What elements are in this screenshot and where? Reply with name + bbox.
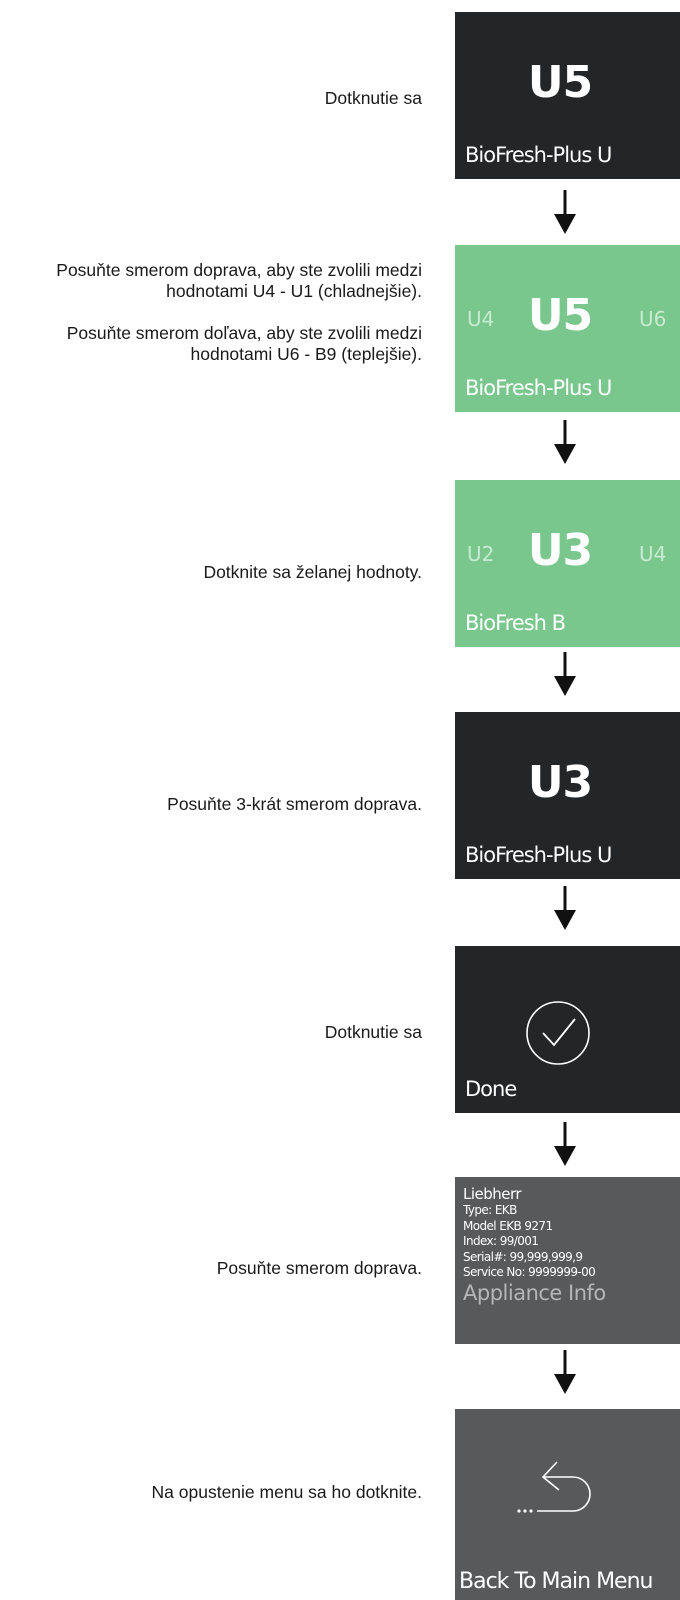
panel-right-value[interactable]: U6: [639, 307, 667, 331]
step-4-instruction: Posuňte 3-krát smerom doprava.: [2, 794, 422, 815]
step-7-instruction: Na opustenie menu sa ho dotknite.: [2, 1482, 422, 1503]
down-arrow-icon: [554, 1350, 576, 1394]
back-arrow-icon: [517, 1461, 591, 1513]
panel-value[interactable]: U3: [527, 525, 593, 576]
panel-label: BioFresh-Plus U: [465, 143, 612, 167]
instruction-text: Dotknite sa želanej hodnoty.: [203, 562, 422, 582]
back-to-main-menu-panel[interactable]: Back To Main Menu: [455, 1409, 680, 1600]
instruction-text: Posuňte 3-krát smerom doprava.: [167, 794, 422, 814]
down-arrow-icon: [554, 420, 576, 464]
display-panel-selection[interactable]: U2 U3 U4 BioFresh B: [455, 480, 680, 647]
down-arrow-icon: [554, 1122, 576, 1166]
step-5-instruction: Dotknutie sa: [2, 1022, 422, 1043]
panel-label: BioFresh B: [465, 611, 566, 635]
model-line: Model EKB 9271: [463, 1218, 553, 1233]
appliance-info-panel[interactable]: Liebherr Type: EKB Model EKB 9271 Index:…: [455, 1177, 680, 1344]
panel-label: Appliance Info: [463, 1280, 606, 1305]
display-panel-u3[interactable]: U3 BioFresh-Plus U: [455, 712, 680, 879]
type-line: Type: EKB: [463, 1203, 517, 1217]
display-panel-u5[interactable]: U5 BioFresh-Plus U: [455, 12, 680, 179]
panel-left-value[interactable]: U4: [467, 307, 495, 331]
serial-line: Serial#: 99,999,999,9: [463, 1249, 583, 1264]
done-panel[interactable]: Done: [455, 946, 680, 1113]
instruction-text: Posuňte smerom doprava, aby ste zvolili …: [56, 260, 422, 301]
instruction-text: Posuňte smerom doprava.: [216, 1258, 422, 1278]
panel-label: Back To Main Menu: [459, 1569, 653, 1594]
panel-value: U5: [527, 290, 593, 341]
step-1-instruction: Dotknutie sa: [2, 88, 422, 109]
service-line: Service No: 9999999-00: [463, 1265, 596, 1279]
instruction-text: Dotknutie sa: [324, 88, 422, 108]
down-arrow-icon: [554, 886, 576, 930]
instruction-text: Posuňte smerom doľava, aby ste zvolili m…: [66, 323, 422, 364]
instruction-text: Na opustenie menu sa ho dotknite.: [151, 1482, 422, 1502]
checkmark-circle-icon: [526, 1001, 590, 1065]
panel-label: BioFresh-Plus U: [465, 843, 612, 867]
appliance-info-block: Liebherr Type: EKB Model EKB 9271 Index:…: [463, 1185, 606, 1305]
down-arrow-icon: [554, 190, 576, 234]
index-line: Index: 99/001: [463, 1234, 539, 1248]
step-2-instruction: Posuňte smerom doprava, aby ste zvolili …: [2, 260, 422, 365]
panel-left-value[interactable]: U2: [467, 542, 495, 566]
display-panel-selection[interactable]: U4 U5 U6 BioFresh-Plus U: [455, 245, 680, 412]
panel-value: U5: [527, 57, 593, 108]
panel-value: U3: [527, 757, 593, 808]
panel-label: Done: [465, 1077, 517, 1101]
down-arrow-icon: [554, 652, 576, 696]
brand-name: Liebherr: [463, 1185, 522, 1203]
instruction-text: Dotknutie sa: [324, 1022, 422, 1042]
panel-right-value[interactable]: U4: [639, 542, 667, 566]
panel-label: BioFresh-Plus U: [465, 376, 612, 400]
step-6-instruction: Posuňte smerom doprava.: [2, 1258, 422, 1279]
step-3-instruction: Dotknite sa želanej hodnoty.: [2, 562, 422, 583]
